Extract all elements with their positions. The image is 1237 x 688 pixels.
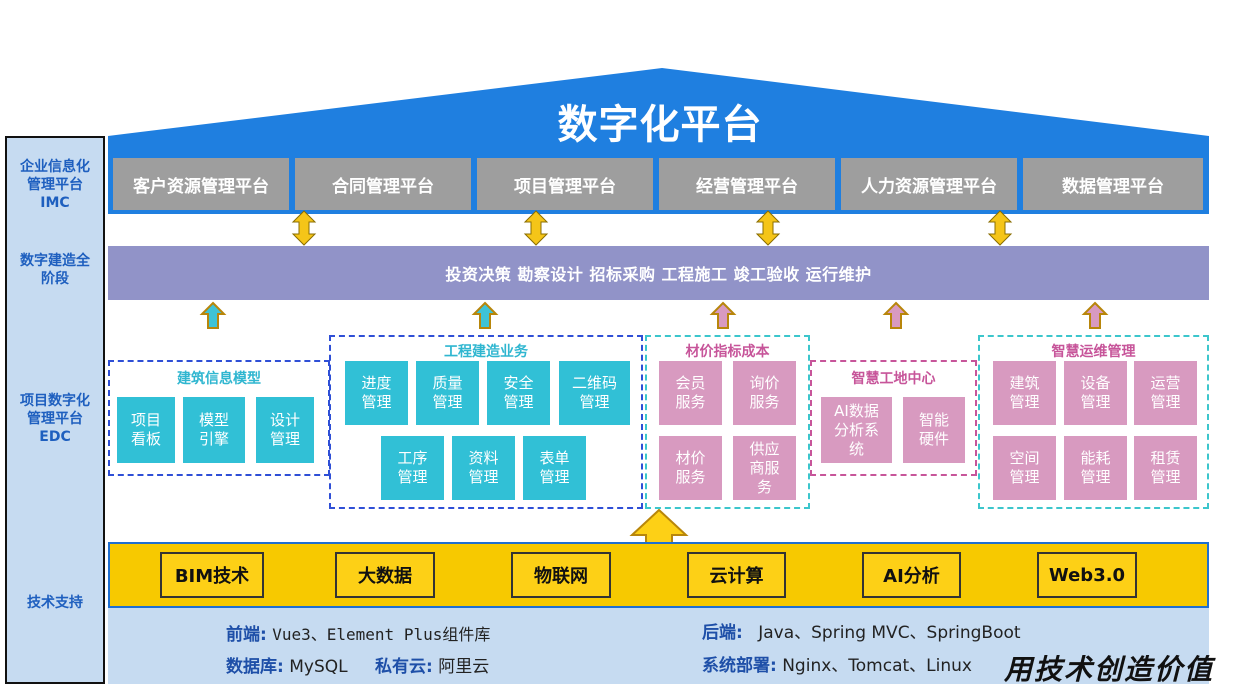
double-arrow-3 [755, 210, 781, 246]
group-title: 智慧运维管理 [1051, 344, 1136, 360]
tech-item: 云计算 [687, 552, 786, 598]
module-tile: 会员服务 [659, 361, 722, 425]
module-tile: 二维码管理 [559, 361, 630, 425]
backend-line: 后端: Java、Spring MVC、SpringBoot [702, 618, 1021, 643]
tech-bar [108, 542, 1209, 608]
backend-value: Java、Spring MVC、SpringBoot [758, 623, 1021, 643]
deploy-line: 系统部署: Nginx、Tomcat、Linux [702, 651, 972, 676]
module-tile: 建筑管理 [993, 361, 1056, 425]
module-tile: AI数据分析系统 [821, 397, 892, 463]
module-tile: 模型引擎 [183, 397, 245, 463]
module-tile: 项目看板 [117, 397, 175, 463]
module-tile: 空间管理 [993, 436, 1056, 500]
side-label-tech: 技术支持 [27, 595, 83, 611]
tech-item: AI分析 [862, 552, 961, 598]
module-tile: 询价服务 [733, 361, 796, 425]
up-arrow-material [709, 301, 737, 329]
group-material: 材价指标成本 [645, 335, 810, 509]
group-site: 智慧工地中心 [810, 360, 977, 476]
backend-label: 后端: [702, 623, 743, 643]
frontend-label: 前端: [226, 625, 267, 645]
module-tile: 设计管理 [256, 397, 314, 463]
module-tile: 表单管理 [523, 436, 586, 500]
db-line: 数据库: MySQL 私有云: 阿里云 [226, 652, 489, 677]
platform-tile: 项目管理平台 [477, 158, 653, 210]
tech-item: BIM技术 [160, 552, 264, 598]
double-arrow-1 [291, 210, 317, 246]
double-arrow-2 [523, 210, 549, 246]
module-tile: 能耗管理 [1064, 436, 1127, 500]
db-value: MySQL [289, 657, 348, 677]
platform-tile: 客户资源管理平台 [113, 158, 289, 210]
tech-item: 大数据 [335, 552, 435, 598]
tech-stack-panel [108, 608, 1209, 684]
platform-tile: 经营管理平台 [659, 158, 835, 210]
up-arrow-ops [1081, 301, 1109, 329]
up-arrow-construction [471, 301, 499, 329]
module-tile: 租赁管理 [1134, 436, 1197, 500]
deploy-label: 系统部署: [702, 656, 777, 676]
frontend-value: Vue3、Element Plus组件库 [272, 625, 491, 644]
platform-tile: 合同管理平台 [295, 158, 471, 210]
module-tile: 工序管理 [381, 436, 444, 500]
module-tile: 智能硬件 [903, 397, 965, 463]
group-construction: 工程建造业务 [329, 335, 643, 509]
group-title: 工程建造业务 [444, 344, 528, 360]
module-tile: 质量管理 [416, 361, 479, 425]
module-tile: 设备管理 [1064, 361, 1127, 425]
tech-item: Web3.0 [1037, 552, 1137, 598]
frontend-line: 前端: Vue3、Element Plus组件库 [226, 620, 490, 645]
side-label-stage: 数字建造全阶段 [20, 253, 90, 287]
module-tile: 进度管理 [345, 361, 408, 425]
stage-bar: 投资决策 勘察设计 招标采购 工程施工 竣工验收 运行维护 [108, 246, 1209, 300]
watermark-slogan: 用技术创造价值 [1004, 653, 1215, 686]
platform-tile: 数据管理平台 [1023, 158, 1203, 210]
cloud-value: 阿里云 [438, 657, 490, 677]
group-ops: 智慧运维管理 [978, 335, 1209, 509]
platform-title: 数字化平台 [557, 102, 763, 148]
deploy-value: Nginx、Tomcat、Linux [782, 656, 972, 676]
module-tile: 材价服务 [659, 436, 722, 500]
platform-tile: 人力资源管理平台 [841, 158, 1017, 210]
group-title: 建筑信息模型 [177, 371, 261, 387]
module-tile: 资料管理 [452, 436, 515, 500]
tech-up-arrow [629, 508, 689, 545]
module-tile: 运营管理 [1134, 361, 1197, 425]
group-title: 智慧工地中心 [851, 371, 936, 387]
up-arrow-bim [199, 301, 227, 329]
group-title: 材价指标成本 [685, 344, 770, 360]
db-label: 数据库: [226, 657, 284, 677]
up-arrow-site [882, 301, 910, 329]
module-tile: 安全管理 [487, 361, 550, 425]
cloud-label: 私有云: [375, 657, 433, 677]
tech-item: 物联网 [511, 552, 611, 598]
double-arrow-4 [987, 210, 1013, 246]
module-tile: 供应商服务 [733, 436, 796, 500]
